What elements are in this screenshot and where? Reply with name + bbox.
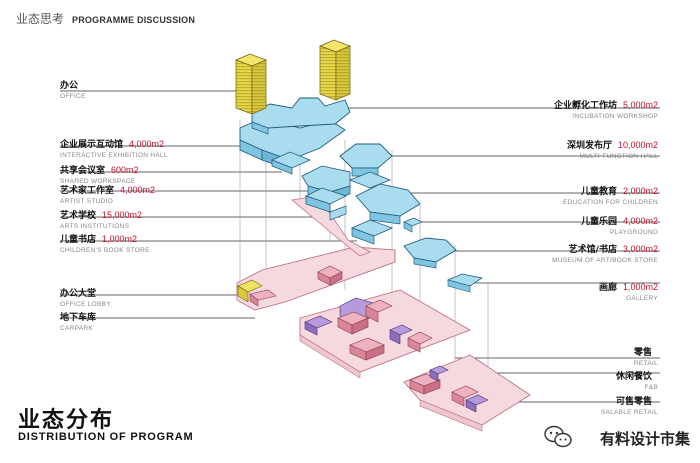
- office-tower-left: [235, 53, 267, 115]
- label-en: MUSEUM OF ART/BOOK STORE: [552, 257, 658, 264]
- leader-lines-right: [330, 107, 660, 403]
- label-museum: 艺术馆/书店 3,000m2 MUSEUM OF ART/BOOK STORE: [552, 240, 658, 265]
- label-zh: 企业展示互动馆: [60, 140, 124, 150]
- gallery-volume: [446, 273, 484, 293]
- header-title-en: PROGRAMME DISCUSSION: [72, 15, 196, 25]
- footer-title-en: DISTRIBUTION OF PROGRAM: [18, 431, 194, 443]
- museum-volume: [403, 237, 457, 269]
- label-education: 儿童教育 2,000m2 EDUCATION FOR CHILDREN: [563, 182, 658, 207]
- label-zh: 儿童书店: [60, 235, 97, 245]
- label-en: OFFICE LOBBY: [60, 301, 111, 308]
- label-zh: 地下车库: [60, 313, 97, 323]
- office-lobby-block: [237, 279, 263, 303]
- label-area: 4,000m2: [120, 185, 156, 195]
- label-zh: 儿童教育: [580, 187, 617, 197]
- label-en: MULTI-FUNCTION HALL: [579, 153, 658, 160]
- label-zh: 企业孵化工作坊: [553, 101, 617, 111]
- arts-institution-volume: [304, 187, 348, 221]
- label-zh: 零售: [633, 348, 652, 358]
- label-area: 4,000m2: [622, 216, 658, 226]
- label-retail: 零售 RETAIL: [634, 343, 658, 368]
- label-en: EDUCATION FOR CHILDREN: [563, 199, 658, 206]
- wechat-icon: [544, 425, 572, 448]
- label-en: INCUBATION WORKSHOP: [572, 113, 658, 120]
- label-en: ARTIST STUDIO: [60, 198, 114, 205]
- label-incubation-workshop: 企业孵化工作坊 5,000m2 INCUBATION WORKSHOP: [554, 96, 658, 121]
- header-title-zh: 业态思考: [16, 12, 65, 26]
- label-zh: 可售零售: [615, 397, 652, 407]
- lower-right-blocks: [409, 365, 489, 413]
- label-zh: 办公大堂: [60, 289, 97, 299]
- label-artist-studio: 艺术家工作室 4,000m2 ARTIST STUDIO: [60, 181, 155, 206]
- incubation-workshop-volume: [251, 97, 351, 135]
- label-area: 600m2: [111, 165, 139, 175]
- label-en: RETAIL: [633, 360, 658, 367]
- education-volume: [355, 183, 421, 225]
- footer-title-zh: 业态分布: [18, 408, 115, 433]
- label-carpark: 地下车库 CARPARK: [60, 308, 102, 333]
- leader-lines-left: [60, 90, 357, 319]
- label-area: 15,000m2: [102, 210, 143, 220]
- label-zh: 共享会议室: [60, 166, 106, 176]
- label-arts-institutions: 艺术学校 15,000m2 ARTS INSTITUTIONS: [60, 206, 142, 231]
- label-fnb: 休闲餐饮 F&B: [616, 367, 658, 392]
- label-en: CHILDREN'S BOOK STORE: [60, 247, 150, 254]
- carpark-block: [249, 265, 343, 307]
- label-area: 3,000m2: [622, 244, 658, 254]
- label-shared-workspace: 共享会议室 600m2 SHARED WORKSPACE: [60, 161, 139, 186]
- watermark: 有料设计市集: [564, 428, 690, 449]
- label-office-lobby: 办公大堂 OFFICE LOBBY: [60, 284, 111, 309]
- label-area: 4,000m2: [129, 139, 165, 149]
- header: 业态思考 PROGRAMME DISCUSSION: [16, 10, 195, 27]
- label-area: 5,000m2: [622, 100, 658, 110]
- label-exhibition-hall: 企业展示互动馆 4,000m2 INTERACTIVE EXHIBITION HA…: [60, 135, 168, 160]
- label-zh: 休闲餐饮: [615, 372, 652, 382]
- label-en: PLAYGROUND: [609, 229, 658, 236]
- label-gallery: 画廊 1,000m2 GALLERY: [599, 278, 658, 303]
- office-tower-right: [319, 39, 351, 101]
- label-childrens-bookstore: 儿童书店 1,000m2 CHILDREN'S BOOK STORE: [60, 230, 150, 255]
- label-en: SHARED WORKSPACE: [60, 178, 136, 185]
- label-area: 1,000m2: [102, 234, 138, 244]
- label-en: SALABLE RETAIL: [600, 409, 658, 416]
- label-en: F&B: [644, 384, 658, 391]
- childrens-bookstore-volume: [350, 219, 394, 245]
- watermark-text: 有料设计市集: [599, 430, 690, 448]
- label-area: 10,000m2: [617, 140, 658, 150]
- label-zh: 办公: [60, 81, 79, 91]
- label-en: GALLERY: [626, 295, 658, 302]
- label-area: 2,000m2: [622, 186, 658, 196]
- label-en: CARPARK: [60, 325, 94, 332]
- label-multi-function-hall: 深圳发布厅 10,000m2 MULTI-FUNCTION HALL: [567, 136, 658, 161]
- retail-pink-blocks: [337, 299, 433, 361]
- label-playground: 儿童乐园 4,000m2 PLAYGROUND: [581, 212, 658, 237]
- label-en: ARTS INSTITUTIONS: [60, 223, 130, 230]
- label-en: OFFICE: [60, 93, 86, 100]
- playground-volume: [403, 217, 423, 233]
- label-office: 办公 OFFICE: [60, 76, 86, 101]
- label-en: INTERACTIVE EXHIBITION HALL: [60, 152, 168, 159]
- shared-workspace-volume: [270, 151, 312, 175]
- label-zh: 艺术学校: [60, 211, 97, 221]
- label-zh: 深圳发布厅: [566, 141, 612, 151]
- label-area: 1,000m2: [622, 282, 658, 292]
- label-zh: 儿童乐园: [580, 217, 617, 227]
- label-zh: 艺术馆/书店: [568, 245, 617, 255]
- label-zh: 画廊: [598, 283, 617, 293]
- label-zh: 艺术家工作室: [60, 186, 115, 196]
- label-salable-retail: 可售零售 SALABLE RETAIL: [601, 392, 658, 417]
